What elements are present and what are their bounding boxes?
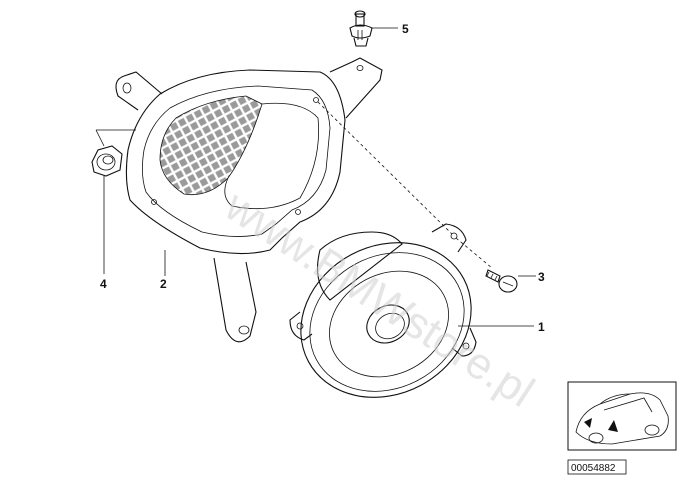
callout-3: 3	[538, 270, 545, 284]
screw-icon	[485, 269, 518, 293]
expanding-rivet-icon	[349, 10, 373, 47]
callout-4: 4	[100, 277, 107, 291]
assembly-line	[317, 101, 493, 269]
reference-code-box	[567, 459, 627, 475]
callout-5: 5	[402, 22, 409, 36]
reference-code: 00054882	[571, 463, 616, 474]
callout-2: 2	[160, 277, 167, 291]
leader-lines	[95, 27, 536, 327]
speaker-housing-grille-icon	[115, 57, 383, 343]
car-location-icon	[567, 381, 677, 451]
hex-nut-icon	[91, 145, 123, 177]
callout-1: 1	[538, 320, 545, 334]
watermark-text: www.BMWstore.pl	[216, 181, 543, 417]
loudspeaker-icon	[289, 223, 477, 398]
